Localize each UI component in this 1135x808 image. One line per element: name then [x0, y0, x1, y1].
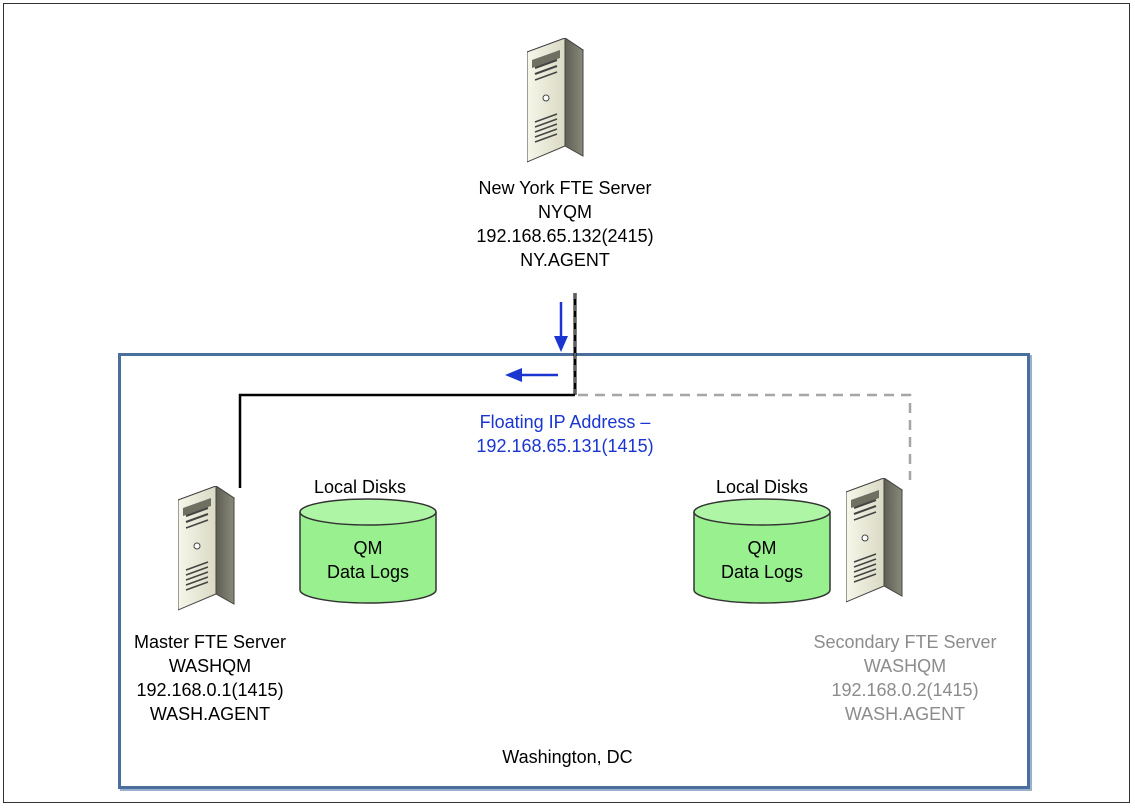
left-disk-line2: Data Logs: [326, 562, 410, 582]
floating-ip-label: Floating IP Address – 192.168.65.131(141…: [425, 410, 705, 458]
master-server-icon: [178, 486, 235, 611]
database-icon: [299, 498, 437, 604]
secondary-server-icon: [846, 478, 903, 603]
master-server-qm: WASHQM: [168, 656, 252, 676]
ny-server-agent: NY.AGENT: [520, 250, 610, 270]
master-server-label: Master FTE Server WASHQM 192.168.0.1(141…: [110, 630, 310, 726]
right-disk-line2: Data Logs: [720, 562, 804, 582]
secondary-server-address: 192.168.0.2(1415): [831, 680, 979, 700]
right-disk-title: Local Disks: [715, 477, 809, 497]
secondary-link-line: [578, 393, 912, 480]
ny-server-qm: NYQM: [538, 202, 592, 222]
ny-server-address: 192.168.65.132(2415): [476, 226, 654, 246]
region-label: Washington, DC: [502, 747, 633, 767]
secondary-server-qm: WASHQM: [863, 656, 947, 676]
secondary-server-name: Secondary FTE Server: [813, 632, 997, 652]
database-icon: [693, 498, 831, 604]
left-disk-title: Local Disks: [313, 477, 407, 497]
floating-ip-address: 192.168.65.131(1415): [476, 436, 654, 456]
left-disk-cylinder: QM Data Logs: [298, 498, 438, 606]
secondary-server-agent: WASH.AGENT: [844, 704, 966, 724]
secondary-server-label: Secondary FTE Server WASHQM 192.168.0.2(…: [780, 630, 1030, 726]
down-arrow-icon: [554, 302, 568, 352]
left-disk-line1: QM: [353, 538, 383, 558]
left-arrow-icon: [505, 368, 558, 382]
floating-ip-title: Floating IP Address –: [479, 412, 651, 432]
right-disk-cylinder: QM Data Logs: [692, 498, 832, 606]
ny-server-label: New York FTE Server NYQM 192.168.65.132(…: [425, 176, 705, 272]
right-disk-line1: QM: [747, 538, 777, 558]
ny-server-name: New York FTE Server: [478, 178, 652, 198]
master-server-address: 192.168.0.1(1415): [136, 680, 284, 700]
master-server-name: Master FTE Server: [133, 632, 287, 652]
master-link-line: [238, 393, 575, 488]
ny-server-icon: [527, 38, 584, 163]
master-server-agent: WASH.AGENT: [149, 704, 271, 724]
diagram-frame: [3, 3, 1130, 803]
